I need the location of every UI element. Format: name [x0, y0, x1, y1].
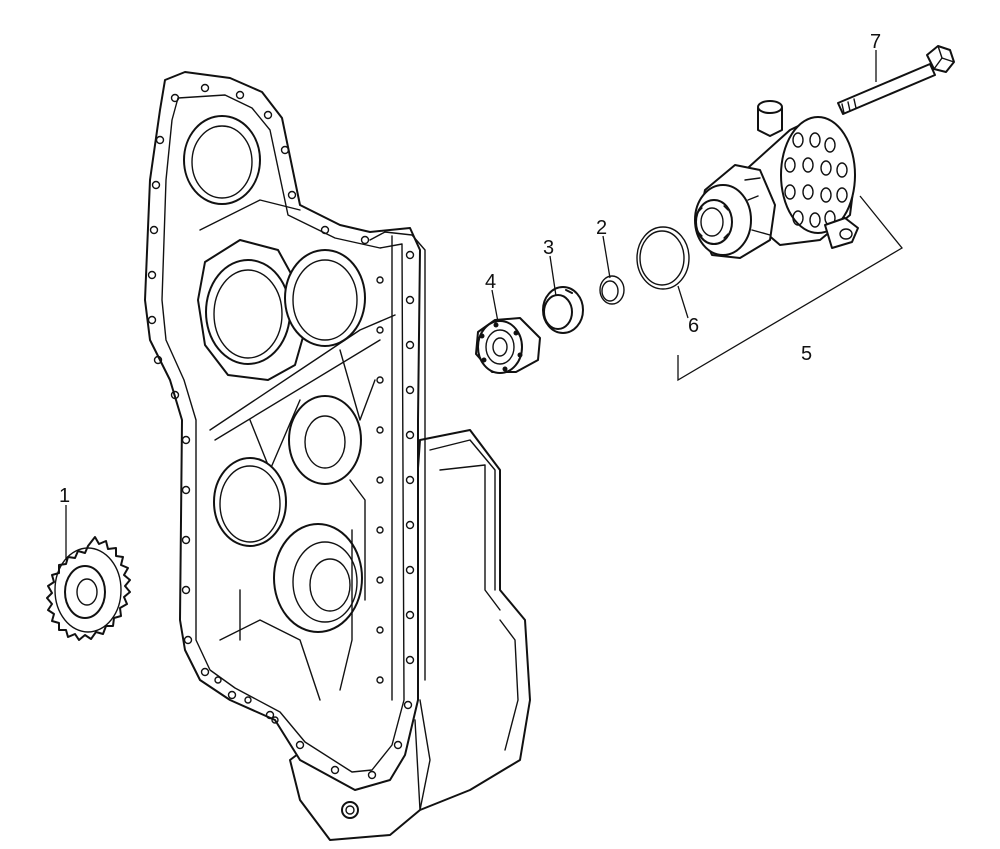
callout-1: 1 — [59, 485, 70, 507]
leader-lines — [65, 50, 903, 560]
split-ring — [542, 286, 584, 334]
bolt — [837, 45, 955, 115]
callout-7: 7 — [870, 31, 881, 53]
callout-6: 6 — [688, 315, 699, 337]
housing-cover — [144, 71, 531, 841]
callout-2: 2 — [596, 217, 607, 239]
callout-labels: 1 2 3 4 5 6 7 — [59, 31, 881, 507]
snap-ring — [599, 275, 625, 305]
callout-5: 5 — [801, 343, 812, 365]
gear — [46, 536, 131, 641]
lock-assembly — [694, 100, 859, 259]
callout-4: 4 — [485, 271, 496, 293]
o-ring — [636, 226, 690, 290]
callout-3: 3 — [543, 237, 554, 259]
bearing — [475, 317, 541, 374]
